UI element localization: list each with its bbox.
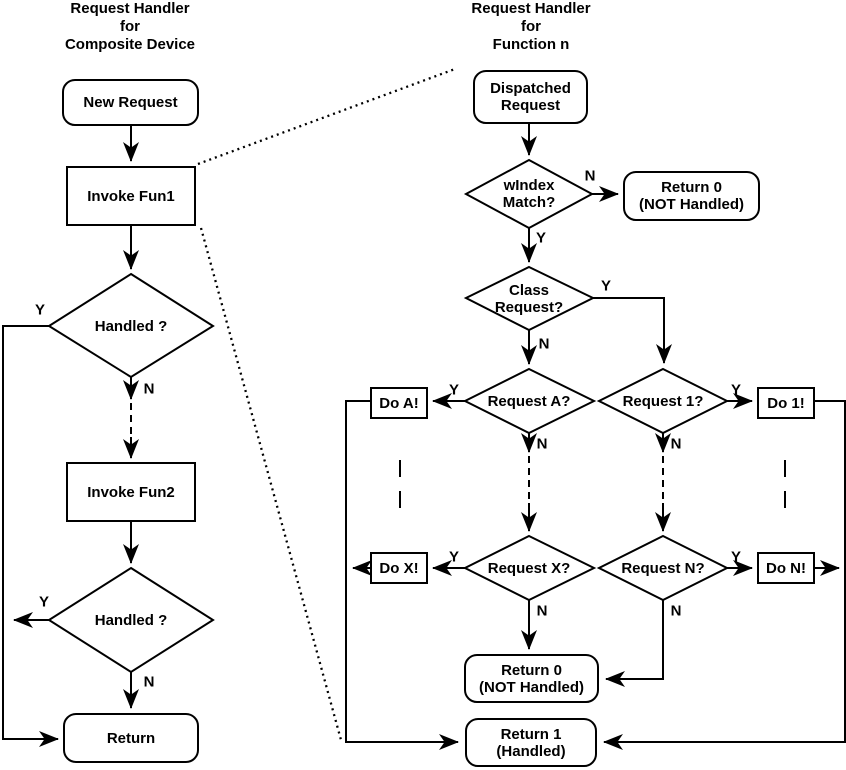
node-return-0-bottom: Return 0 (NOT Handled) bbox=[464, 654, 599, 703]
node-invoke-fun2: Invoke Fun2 bbox=[66, 462, 196, 522]
branch-requesta-yes: Y bbox=[448, 381, 460, 399]
branch-requesta-no: N bbox=[536, 435, 548, 453]
node-do-n: Do N! bbox=[757, 552, 815, 584]
node-do-a: Do A! bbox=[370, 387, 428, 419]
decision-handled-2 bbox=[47, 566, 215, 674]
node-do-1: Do 1! bbox=[757, 387, 815, 419]
node-new-request: New Request bbox=[62, 79, 199, 126]
branch-handled1-no: N bbox=[143, 380, 155, 398]
decision-request-a bbox=[462, 367, 597, 435]
branch-requestx-yes: Y bbox=[448, 548, 460, 566]
branch-request1-no: N bbox=[670, 435, 682, 453]
left-chart-title: Request Handler for Composite Device bbox=[64, 0, 196, 53]
edge-class-yes-to-request1 bbox=[593, 297, 672, 364]
node-return: Return bbox=[63, 713, 199, 763]
decision-request-x bbox=[462, 534, 597, 602]
expansion-dotted-line-bottom bbox=[199, 227, 343, 741]
branch-request1-yes: Y bbox=[730, 381, 742, 399]
branch-handled2-no: N bbox=[143, 673, 155, 691]
edge-right-rail-to-return1 bbox=[603, 400, 846, 750]
node-do-x: Do X! bbox=[370, 552, 428, 584]
branch-requestn-no: N bbox=[670, 602, 682, 620]
node-return-0-top: Return 0 (NOT Handled) bbox=[623, 171, 760, 221]
branch-windex-no: N bbox=[584, 167, 596, 185]
edge-handled-yes-loop-to-return bbox=[2, 325, 59, 747]
decision-request-n bbox=[596, 534, 730, 602]
branch-requestx-no: N bbox=[536, 602, 548, 620]
decision-windex-match bbox=[463, 158, 595, 230]
node-dispatched-request: Dispatched Request bbox=[473, 70, 588, 124]
branch-handled1-yes: Y bbox=[34, 301, 46, 319]
right-chart-title: Request Handler for Function n bbox=[471, 0, 591, 53]
expansion-dotted-line-top bbox=[197, 67, 456, 166]
branch-requestn-yes: Y bbox=[730, 548, 742, 566]
branch-windex-yes: Y bbox=[535, 229, 547, 247]
decision-class-request bbox=[463, 265, 596, 332]
decision-handled-1 bbox=[47, 272, 215, 379]
edge-requestn-no-to-return0 bbox=[605, 600, 664, 687]
branch-class-no: N bbox=[538, 335, 550, 353]
branch-handled2-yes: Y bbox=[38, 593, 50, 611]
edge-left-rail-to-return1 bbox=[345, 400, 459, 750]
node-invoke-fun1: Invoke Fun1 bbox=[66, 166, 196, 226]
decision-request-1 bbox=[596, 367, 730, 435]
branch-class-yes: Y bbox=[600, 277, 612, 295]
node-return-1: Return 1 (Handled) bbox=[465, 718, 597, 767]
